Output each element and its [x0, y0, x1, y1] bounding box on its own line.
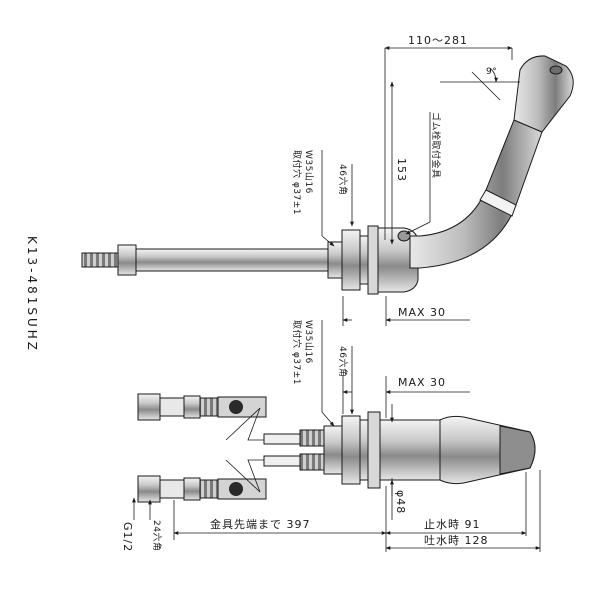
bottom-dim-max: MAX 30: [398, 376, 446, 389]
lower-hose-nut: [137, 475, 161, 503]
lower-hose-pipe: [159, 479, 185, 499]
bottom-thread-shank: [323, 425, 343, 475]
upper-valve-dot: [229, 400, 243, 414]
top-dim-height: 153: [395, 158, 408, 182]
top-label-thread: W35山16: [303, 150, 314, 194]
bottom-label-nut-hex: 24六角: [151, 520, 163, 551]
top-label-hole: 取付穴 φ37±1: [291, 150, 303, 215]
bottom-label-pipe-end: 金具先端まで 397: [210, 517, 311, 531]
bottom-label-hex: 46六角: [337, 346, 349, 377]
bottom-label-spout: 吐水時 128: [424, 534, 489, 547]
top-washer: [359, 235, 369, 285]
bottom-label-stop: 止水時 91: [424, 518, 481, 531]
bottom-spout-tip: [499, 425, 536, 475]
bottom-label-thread: W35山16: [303, 320, 314, 364]
model-code: K13-481SUHZ: [25, 236, 39, 353]
bottom-view: MAX 30 W35山16 取付穴 φ37±1 46六角 φ48 金具先端まで …: [121, 320, 541, 552]
bottom-hex-nut: [341, 415, 361, 485]
top-spray-head: [513, 55, 574, 133]
top-spray-button: [549, 65, 563, 75]
pipe-ribs-upper: [299, 429, 325, 447]
upper-hose-pipe: [159, 397, 185, 417]
top-spout-band: [479, 189, 517, 217]
bottom-dim-dia: φ48: [394, 490, 407, 514]
pipe-ribs-lower: [299, 453, 325, 471]
bottom-counter-plate: [367, 411, 381, 489]
top-label-fitting: ゴム栓取付金具: [430, 112, 442, 179]
lower-hose-ribs: [199, 479, 219, 499]
bottom-washer: [359, 419, 369, 481]
top-dim-max: MAX 30: [398, 306, 446, 319]
bottom-base-body: [379, 419, 441, 481]
bottom-label-g: G1/2: [121, 522, 134, 552]
upper-hose-ribs: [199, 397, 219, 417]
top-supply-pipe: [135, 248, 333, 272]
top-counter-plate: [367, 225, 379, 295]
top-label-hex: 46六角: [337, 164, 349, 195]
top-hex-nut: [341, 229, 361, 291]
upper-hose-nut: [137, 393, 161, 421]
top-dim-angle: 9°: [486, 67, 497, 77]
upper-hose-fitting: [183, 395, 201, 419]
top-hose-nut: [117, 244, 137, 276]
bottom-label-hole: 取付穴 φ37±1: [291, 320, 303, 385]
top-base-body: [377, 227, 419, 293]
top-thread-shank: [327, 241, 343, 279]
top-flex-hose: [81, 252, 121, 268]
top-view: 110～281 9° 153 ゴム栓取付金具 W35山16 取付穴 φ37±1 …: [81, 34, 574, 326]
lower-valve-dot: [229, 482, 243, 496]
top-dim-length: 110～281: [408, 34, 468, 47]
lower-hose-fitting: [183, 477, 201, 501]
